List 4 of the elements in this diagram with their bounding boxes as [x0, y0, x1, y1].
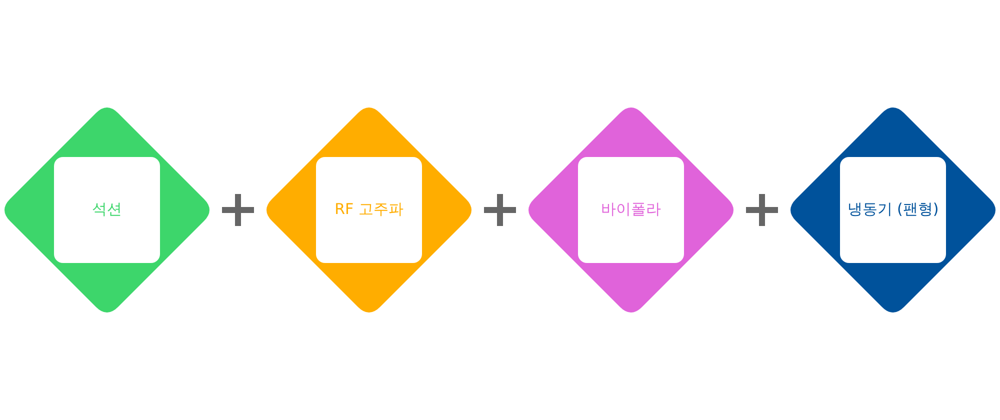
label-card: 바이폴라	[578, 157, 684, 263]
label-card: 석션	[54, 157, 160, 263]
label-card: 냉동기 (팬형)	[840, 157, 946, 263]
label-card: RF 고주파	[316, 157, 422, 263]
